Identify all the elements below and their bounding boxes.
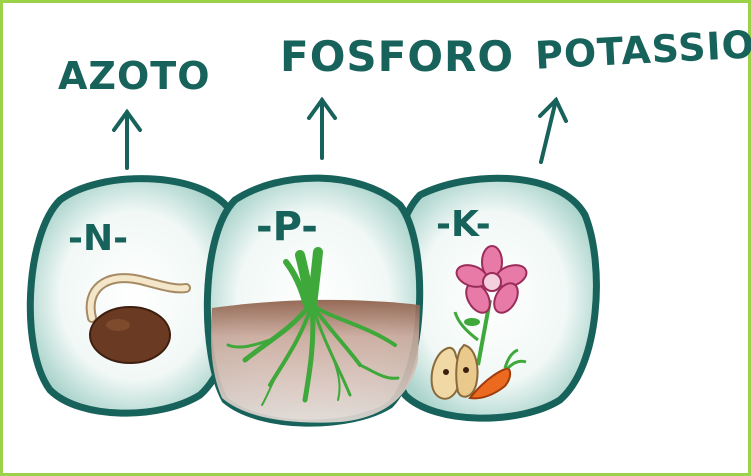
symbol-p: -P- (256, 204, 318, 250)
symbol-n: -N- (68, 218, 128, 259)
arrow-up-icon (309, 100, 335, 158)
arrow-up-icon (540, 100, 566, 162)
arrow-up-icon (114, 112, 140, 168)
symbol-k: -K- (436, 204, 491, 245)
